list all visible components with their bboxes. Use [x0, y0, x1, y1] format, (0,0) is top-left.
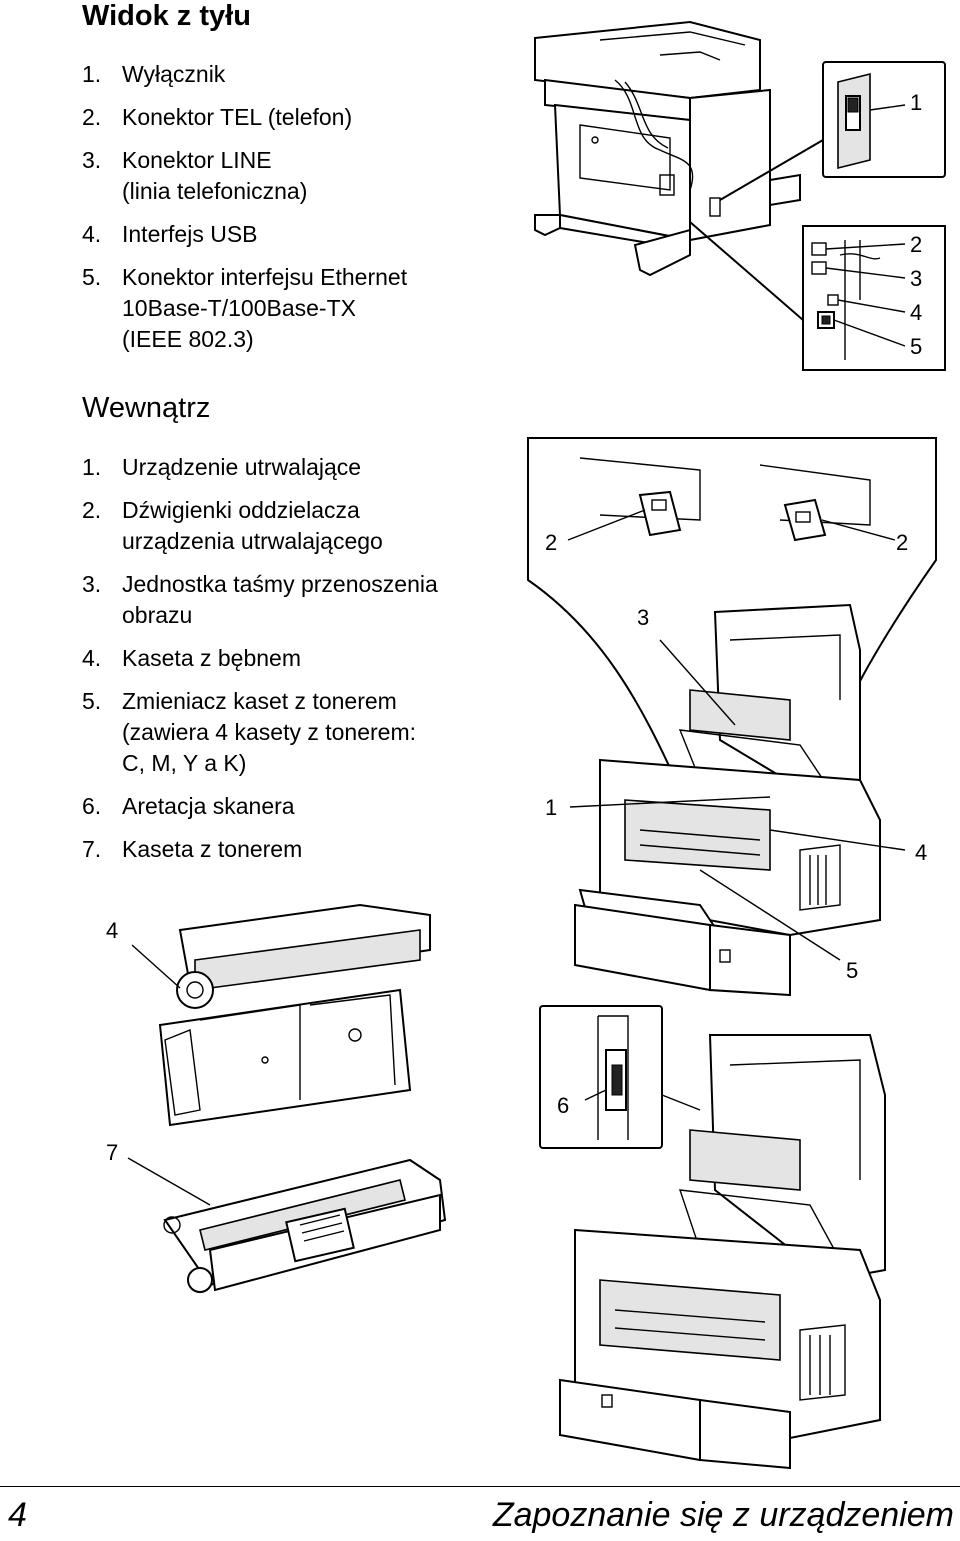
section-title-rear-view: Widok z tyłu — [82, 0, 251, 32]
list-item: 5. Zmieniacz kaset z tonerem (zawiera 4 … — [82, 688, 417, 776]
list-item: 1. Urządzenie utrwalające — [82, 454, 362, 480]
toner-cartridge-illustration: 7 — [106, 1140, 447, 1293]
scanner-lock-detail: 6 — [539, 1005, 701, 1149]
inside-list: 1. Urządzenie utrwalające 2. Dźwigienki … — [82, 452, 438, 865]
list-item: 6. Aretacja skanera — [82, 793, 295, 819]
callout-label: 7 — [106, 1140, 118, 1165]
chapter-title: Zapoznanie się z urządzeniem — [492, 1496, 954, 1534]
callout-label: 4 — [106, 918, 118, 943]
list-item: 1. Wyłącznik — [82, 61, 226, 87]
list-item: 3. Jednostka taśmy przenoszenia obrazu — [82, 571, 438, 628]
callout-label: 4 — [915, 840, 927, 865]
list-item: 7. Kaseta z tonerem — [82, 836, 303, 862]
printer-scanner-lock-illustration — [559, 1034, 886, 1470]
rear-view-list: 1. Wyłącznik 2. Konektor TEL (telefon) 3… — [82, 59, 407, 355]
connectors-detail: 2 3 4 5 — [802, 225, 946, 371]
section-title-inside: Wewnątrz — [82, 392, 211, 424]
callout-label: 2 — [896, 530, 908, 555]
list-item: 4. Kaseta z bębnem — [82, 645, 302, 671]
callout-label: 2 — [910, 232, 922, 257]
page-number: 4 — [8, 1496, 27, 1534]
callout-label: 3 — [910, 266, 922, 291]
callout-label: 5 — [846, 958, 858, 983]
callout-label: 6 — [557, 1093, 569, 1118]
printer-rear-view-illustration — [534, 20, 824, 321]
callout-label: 1 — [545, 795, 557, 820]
callout-label: 3 — [637, 605, 649, 630]
footer-divider — [0, 1486, 960, 1487]
power-switch-detail: 1 — [822, 61, 946, 178]
callout-label: 4 — [910, 300, 922, 325]
list-item: 4. Interfejs USB — [82, 221, 258, 247]
list-item: 5. Konektor interfejsu Ethernet 10Base-T… — [82, 264, 408, 352]
callout-label: 1 — [910, 90, 922, 115]
list-item: 2. Konektor TEL (telefon) — [82, 104, 353, 130]
list-item: 2. Dźwigienki oddzielacza urządzenia utr… — [82, 497, 383, 554]
callout-label: 2 — [545, 530, 557, 555]
printer-inside-view-illustration: 3 1 4 5 — [545, 603, 927, 997]
callout-label: 5 — [910, 334, 922, 359]
list-item: 3. Konektor LINE (linia telefoniczna) — [82, 147, 308, 204]
drum-cartridge-illustration: 4 — [106, 903, 431, 1127]
